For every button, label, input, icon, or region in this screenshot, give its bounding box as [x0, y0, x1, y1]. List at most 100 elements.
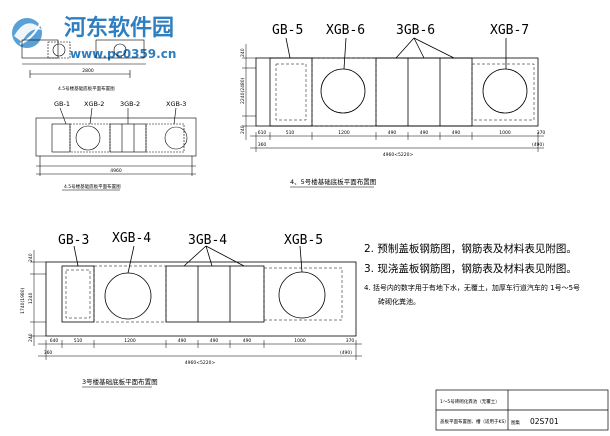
upper-dim-12: 1000 — [499, 130, 511, 136]
lower-leader — [205, 245, 245, 267]
upper-label-gb5: GB-5 — [272, 23, 303, 38]
lower-label-xgb4: XGB-4 — [112, 231, 151, 246]
lower-caption: 3号楼基础底板平面布置图 — [82, 377, 158, 386]
small-slab-3 — [109, 123, 147, 153]
small-leader — [173, 107, 177, 125]
upper-manhole-1 — [320, 68, 366, 114]
upper-plan-outline — [255, 57, 539, 127]
thumb-box-b — [47, 41, 71, 59]
lower-dim-12: 1000 — [294, 338, 306, 344]
lower-plan-outline — [45, 261, 357, 337]
upper-dim-13: 370 — [537, 130, 546, 136]
upper-dim-10: 490 — [452, 130, 461, 136]
lower-dim-8: 490 — [210, 338, 219, 344]
lower-dim-ticks — [45, 340, 357, 360]
lower-dim-total: 4960<5220> — [185, 360, 216, 366]
lower-dim-left-1: 240 — [28, 253, 34, 262]
upper-dim-ticks — [255, 132, 539, 152]
lower-slab-xgb5 — [263, 267, 343, 321]
lower-label-gb3: GB-3 — [58, 233, 89, 248]
upper-slab-3gb6 — [375, 57, 473, 127]
upper-manhole-2 — [482, 68, 528, 114]
thumb-caption: 4.5号楼基础底板平面布置图 — [58, 85, 115, 92]
small-label-4: XGB-3 — [166, 100, 186, 108]
upper-leader — [413, 37, 425, 59]
upper-label-3gb6: 3GB-6 — [396, 23, 435, 38]
lower-dim-10: 490 — [243, 338, 252, 344]
lower-leader — [205, 245, 213, 267]
lower-dim-left-3: 1240 — [28, 292, 34, 304]
small-plan-outline — [35, 117, 197, 157]
lower-dim-left-4: 240 — [28, 333, 34, 342]
title-line-2: 盖板平面布置图、槽（适用于KS） — [440, 418, 509, 425]
title-block — [435, 389, 609, 431]
lower-leader — [73, 245, 79, 267]
upper-dim-8: 490 — [420, 130, 429, 136]
upper-slab-gb5 — [269, 57, 313, 127]
watermark-logo-icon — [12, 18, 42, 48]
lower-slab-gb3 — [61, 265, 95, 323]
upper-dim-total: 4960<5220> — [383, 152, 414, 158]
upper-label-xgb7: XGB-7 — [490, 23, 529, 38]
thumb-circle-b — [113, 43, 127, 57]
upper-slab-gb5-inner — [275, 63, 307, 121]
small-plan — [35, 107, 197, 176]
upper-dim-4: 1200 — [338, 130, 350, 136]
thumb-box-a — [21, 39, 59, 59]
upper-dim-left-1: 240 — [240, 48, 246, 57]
upper-caption: 4、5号楼基础底板平面布置图 — [290, 177, 376, 186]
note-4: 4. 括号内的数字用于有地下水，无覆土，加厚车行道汽车的 1号～5号 — [364, 283, 580, 292]
note-3: 3. 现浇盖板钢筋图，钢筋表及材料表见附图。 — [364, 262, 577, 275]
upper-slab-xgb7 — [471, 63, 535, 121]
lower-dim-start: 360 — [44, 350, 53, 356]
lower-dim-13: 370 — [346, 338, 355, 344]
small-circle-1 — [75, 125, 101, 151]
small-dim-total: 4960 — [110, 168, 122, 174]
notes: 2. 预制盖板钢筋图，钢筋表及材料表见附图。 3. 现浇盖板钢筋图，钢筋表及材料… — [364, 242, 580, 306]
small-slab-4 — [145, 123, 185, 153]
watermark-url: www.pc0359.cn — [70, 47, 176, 61]
upper-label-xgb6: XGB-6 — [326, 23, 365, 38]
lower-dim-left-2: 1740(1980) — [20, 287, 26, 314]
drawing-label: 图集 — [511, 419, 520, 426]
lower-dim-2: 510 — [74, 338, 83, 344]
lower-label-xgb5: XGB-5 — [284, 233, 323, 248]
upper-leader — [395, 37, 415, 59]
upper-leader — [285, 37, 291, 59]
drawing-number: 02S701 — [530, 417, 559, 426]
upper-dim-start: 360 — [258, 142, 267, 148]
lower-dim-6: 490 — [178, 338, 187, 344]
lower-leader — [127, 245, 135, 274]
upper-dim-left-2: 2240(2480) — [240, 77, 246, 104]
small-caption: 4.5号楼基础底板平面布置图 — [64, 183, 121, 190]
small-leader — [59, 107, 67, 125]
watermark-name: 河东软件园 — [64, 15, 174, 41]
upper-leader — [343, 37, 347, 70]
small-plan-thumbnail — [21, 39, 146, 78]
upper-dim-6: 490 — [388, 130, 397, 136]
lower-leader — [183, 245, 207, 267]
note-2: 2. 预制盖板钢筋图，钢筋表及材料表见附图。 — [364, 242, 577, 255]
lower-manhole-1 — [104, 272, 152, 320]
upper-dim-left-4: 240 — [240, 125, 246, 134]
lower-dim-paren: (490) — [340, 350, 352, 356]
small-label-3: 3GB-2 — [120, 100, 140, 108]
upper-dim-1: 610 — [258, 130, 267, 136]
small-label-2: XGB-2 — [84, 100, 104, 108]
small-leader — [89, 107, 93, 125]
lower-manhole-2 — [278, 271, 326, 319]
lower-leader — [299, 245, 303, 273]
lower-plan — [30, 245, 362, 357]
thumb-circle-a — [52, 43, 66, 57]
small-circle-2 — [164, 126, 188, 150]
small-slab-1 — [51, 123, 71, 153]
thumb-dim-top: 2800 — [82, 68, 94, 74]
title-line-1: 1～5号砖砌化粪池（无覆土） — [440, 398, 500, 405]
small-label-1: GB-1 — [54, 100, 70, 108]
upper-dim-2: 510 — [286, 130, 295, 136]
lower-label-3gb4: 3GB-4 — [188, 233, 227, 248]
lower-dim-1: 640 — [50, 338, 59, 344]
watermark: 河东软件园 www.pc0359.cn — [12, 15, 176, 61]
